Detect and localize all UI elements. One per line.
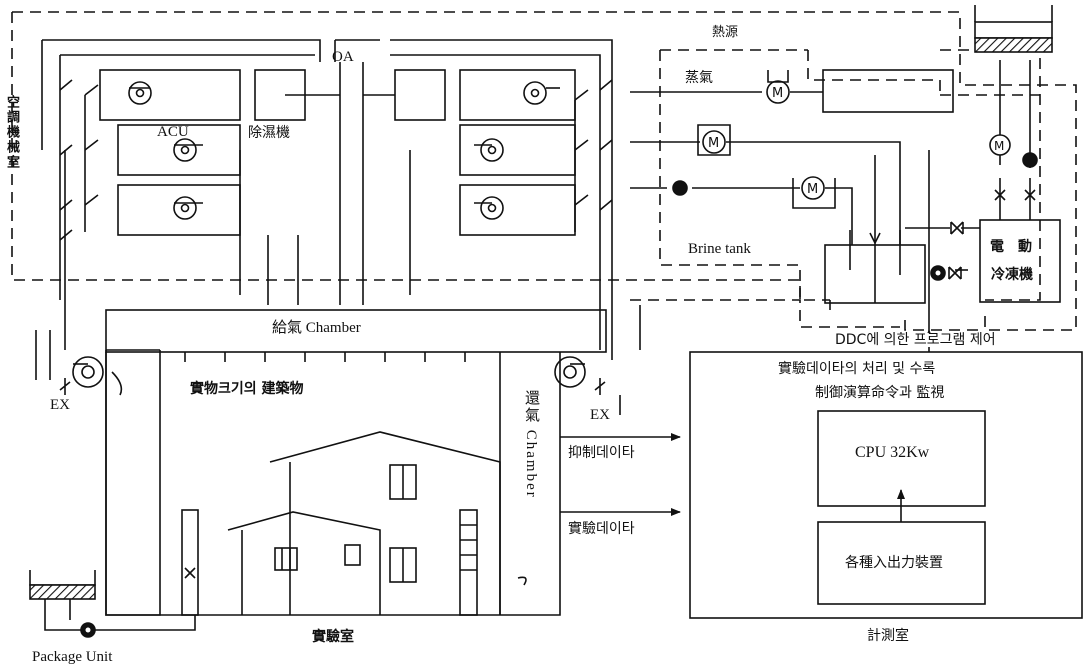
motor-icon: M xyxy=(708,136,719,151)
svg-text:M: M xyxy=(708,136,719,151)
electric-refrigerator-label-1: 電 動 xyxy=(990,239,1032,255)
building-model xyxy=(181,431,527,616)
cooling-tower xyxy=(974,5,1053,53)
electric-refrigerator-label-2: 冷凍機 xyxy=(991,267,1033,283)
heat-source-label: 熱源 xyxy=(712,25,739,40)
experiment-data-label: 實驗데이타 xyxy=(568,521,635,537)
svg-text:M: M xyxy=(807,182,818,197)
measurement-room-label: 計測室 xyxy=(867,628,909,644)
package-unit-label: Package Unit xyxy=(32,649,113,665)
pump-icon xyxy=(673,181,687,195)
control-calc-label: 制御演算命令과 監視 xyxy=(815,385,945,401)
fan-icon xyxy=(173,196,203,220)
package-unit xyxy=(29,570,196,631)
oa-label: OA xyxy=(332,49,354,65)
ddc-control-label: DDC에 의한 프로그램 제어 xyxy=(832,333,999,347)
ex-arrow-left xyxy=(59,378,71,395)
return-chamber-label: 還氣 Chamber xyxy=(523,390,539,499)
exhaust-damper-left xyxy=(111,371,123,396)
acu-unit-low-left xyxy=(117,184,241,236)
fan-icon xyxy=(128,81,152,105)
brine-lines xyxy=(630,124,980,271)
fan-icon xyxy=(474,196,504,220)
pump-icon xyxy=(80,622,96,638)
brine-tank-label: Brine tank xyxy=(688,241,751,257)
acu-unit-mid-left xyxy=(117,124,241,176)
io-devices-label: 各種入出力裝置 xyxy=(845,555,943,571)
svg-text:M: M xyxy=(994,139,1004,153)
acu-label: ACU xyxy=(157,124,189,140)
supply-chamber-label: 給氣 Chamber xyxy=(272,320,361,336)
lab-room-boundary xyxy=(105,352,561,616)
steam-label: 蒸氣 xyxy=(685,70,713,86)
cpu-label: CPU 32Kw xyxy=(855,444,930,461)
motor-icon: M xyxy=(807,182,818,197)
svg-text:M: M xyxy=(772,86,783,101)
ex-right-label: EX xyxy=(590,407,610,423)
brine-tank xyxy=(824,230,926,304)
lab-room-label: 實驗室 xyxy=(312,629,354,645)
pump-icon xyxy=(930,265,946,281)
measurement-room xyxy=(689,351,1083,619)
valve-icon xyxy=(948,266,962,280)
motor-icon: M xyxy=(994,139,1004,153)
duct-lines xyxy=(35,39,641,616)
fan-icon xyxy=(554,356,586,388)
fan-icon xyxy=(173,138,203,162)
ex-left-label: EX xyxy=(50,397,70,413)
dehumidifier-unit-right xyxy=(394,69,446,121)
dehumidifier-unit-left xyxy=(254,69,306,121)
ex-arrow-right xyxy=(594,378,606,395)
acu-unit-top-right xyxy=(459,69,576,121)
machine-room-boundary xyxy=(11,11,1077,331)
supply-chamber xyxy=(105,309,607,362)
fan-icon xyxy=(72,356,104,388)
motor-icon: M xyxy=(772,86,783,101)
ac-machine-room-label: 空調機械室 xyxy=(4,95,19,170)
electric-refrigerator xyxy=(979,60,1061,303)
building-label: 實物크기의 建築物 xyxy=(190,381,304,397)
acu-unit-low-right xyxy=(459,184,576,236)
steam-line xyxy=(630,69,954,113)
acu-unit-mid-right xyxy=(459,124,576,176)
valve-icon xyxy=(950,221,964,235)
fan-icon xyxy=(474,138,504,162)
data-processing-label: 實驗데이타의 처리 및 수록 xyxy=(778,361,936,377)
acu-unit-top-left xyxy=(99,69,241,121)
fan-icon xyxy=(523,81,560,105)
dehumidifier-label: 除濕機 xyxy=(248,125,290,141)
control-data-label: 抑制데이타 xyxy=(568,445,635,461)
